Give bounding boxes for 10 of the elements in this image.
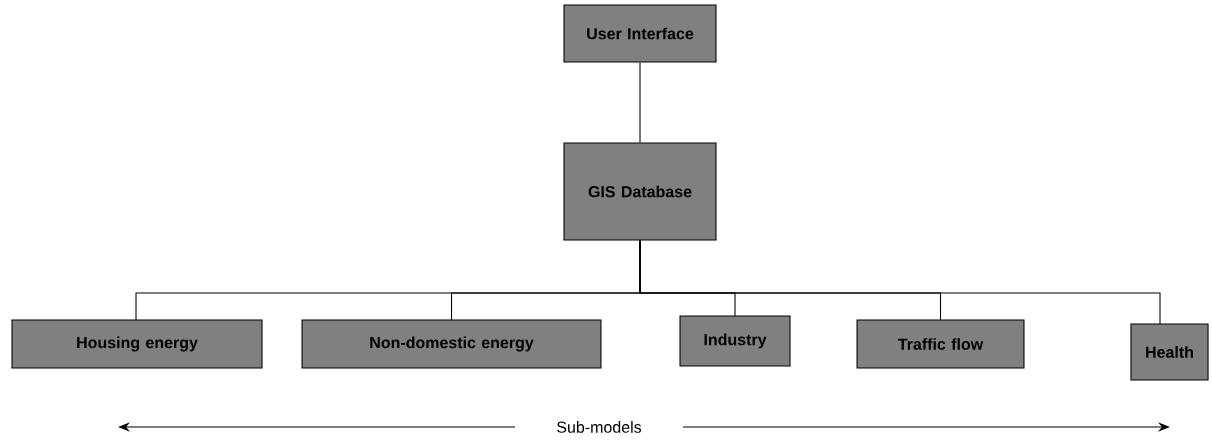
module-box: GIS Database: [563, 142, 717, 241]
module-box: Industry: [679, 315, 791, 367]
connector-line: [639, 240, 1161, 325]
module-box: Non-domestic energy: [301, 319, 602, 369]
module-box: Housing energy: [11, 319, 263, 369]
connector-line: [639, 62, 641, 143]
module-box: Traffic flow: [856, 319, 1025, 369]
module-box: User Interface: [563, 4, 717, 63]
axis-label: Sub-models: [557, 421, 642, 433]
module-box: Health: [1130, 323, 1209, 381]
